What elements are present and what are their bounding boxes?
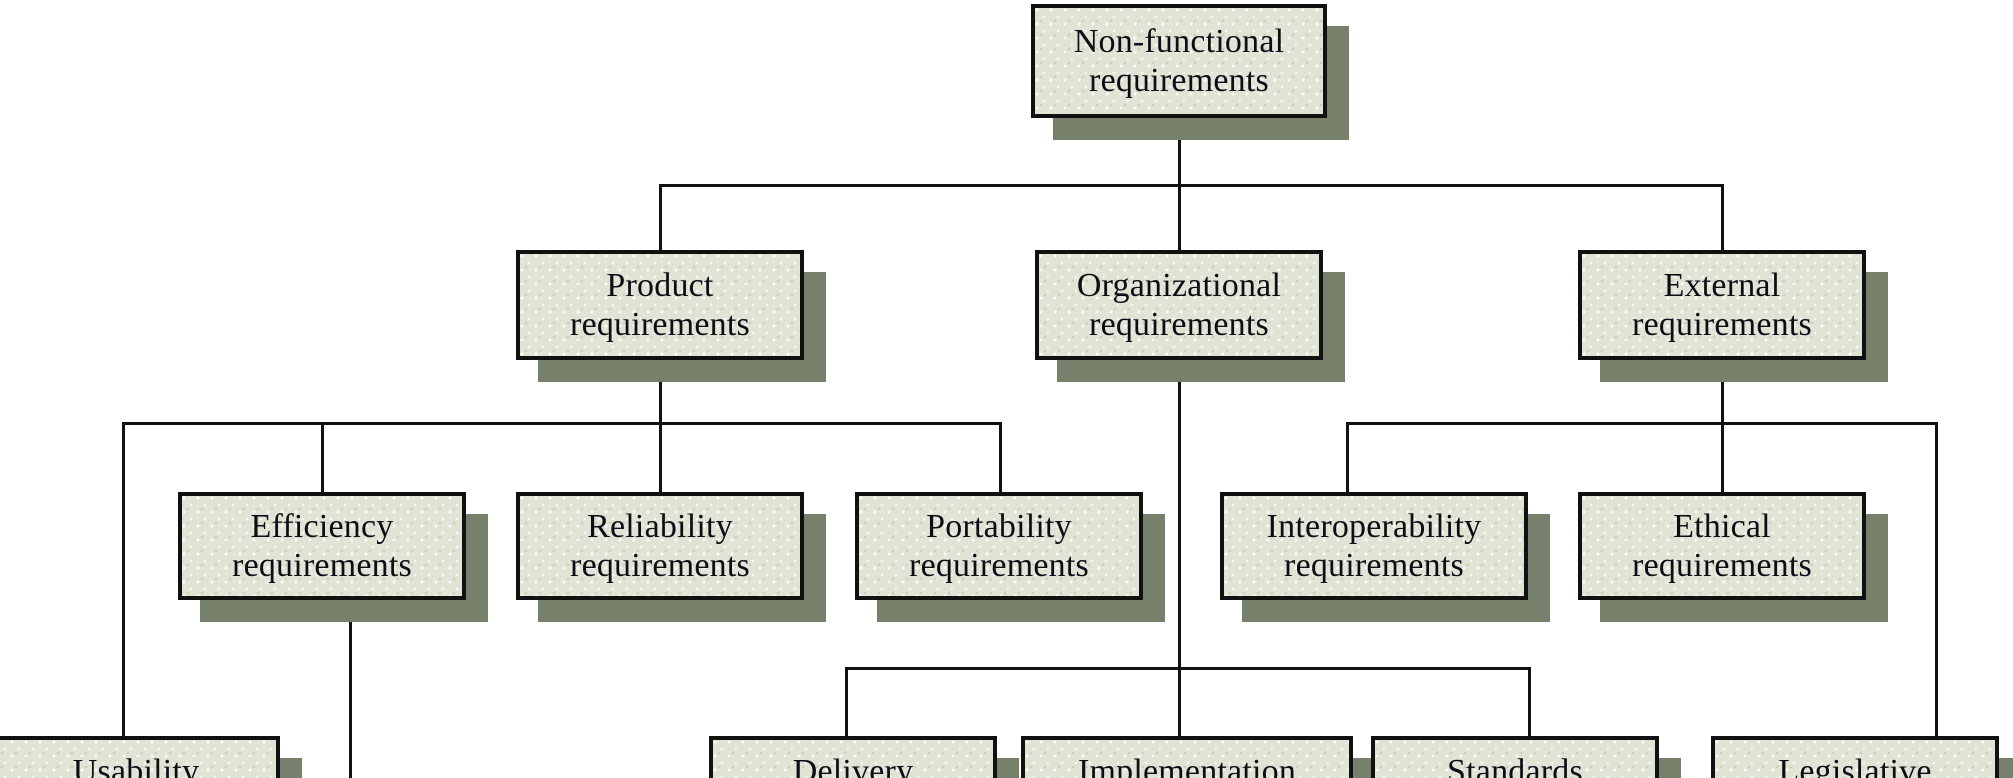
node-label: Ethical requirements: [1632, 507, 1812, 584]
node-face: Usability: [0, 736, 280, 778]
node-label: Interoperability requirements: [1266, 507, 1482, 584]
node-label: Product requirements: [570, 266, 750, 343]
edge-to-usability: [122, 422, 125, 736]
node-implementation[interactable]: Implementation: [1021, 736, 1375, 778]
node-label: Organizational requirements: [1076, 266, 1282, 343]
node-reliability-requirements[interactable]: Reliability requirements: [516, 492, 826, 622]
node-external-requirements[interactable]: External requirements: [1578, 250, 1888, 382]
node-face: Product requirements: [516, 250, 804, 360]
node-label: Legislative: [1778, 753, 1932, 778]
edge-external-stem: [1721, 360, 1724, 424]
node-label: Delivery: [792, 753, 914, 778]
edge-to-interoperability: [1346, 422, 1349, 492]
node-face: Implementation: [1021, 736, 1353, 778]
node-face: External requirements: [1578, 250, 1866, 360]
node-face: Legislative: [1711, 736, 1999, 778]
edge-organizational-bus: [845, 667, 1531, 670]
edge-to-reliability: [659, 422, 662, 492]
node-label: External requirements: [1632, 266, 1812, 343]
node-organizational-requirements[interactable]: Organizational requirements: [1035, 250, 1345, 382]
edge-to-standards: [1528, 667, 1531, 737]
node-label: Non-functional requirements: [1073, 22, 1285, 99]
edge-to-efficiency: [321, 422, 324, 492]
node-label: Standards: [1447, 753, 1583, 778]
node-interoperability-requirements[interactable]: Interoperability requirements: [1220, 492, 1550, 622]
node-face: Portability requirements: [855, 492, 1143, 600]
edge-to-delivery: [845, 667, 848, 737]
edge-to-product: [659, 184, 662, 252]
node-efficiency-requirements[interactable]: Efficiency requirements: [178, 492, 488, 622]
edge-to-portability: [999, 422, 1002, 492]
node-face: Efficiency requirements: [178, 492, 466, 600]
node-usability[interactable]: Usability: [0, 736, 302, 778]
node-label: Reliability requirements: [570, 507, 750, 584]
node-face: Reliability requirements: [516, 492, 804, 600]
node-label: Portability requirements: [909, 507, 1089, 584]
node-face: Interoperability requirements: [1220, 492, 1528, 600]
node-face: Standards: [1371, 736, 1659, 778]
node-standards[interactable]: Standards: [1371, 736, 1681, 778]
node-product-requirements[interactable]: Product requirements: [516, 250, 826, 382]
edge-product-bus: [122, 422, 1002, 425]
edge-to-legislative: [1935, 422, 1938, 736]
node-label: Implementation: [1077, 753, 1297, 778]
node-portability-requirements[interactable]: Portability requirements: [855, 492, 1165, 622]
node-label: Efficiency requirements: [232, 507, 412, 584]
node-non-functional-requirements[interactable]: Non-functional requirements: [1031, 4, 1349, 140]
edge-to-organizational: [1178, 184, 1181, 252]
node-face: Delivery: [709, 736, 997, 778]
node-legislative[interactable]: Legislative: [1711, 736, 2013, 778]
edge-to-implementation: [1178, 667, 1181, 737]
node-delivery[interactable]: Delivery: [709, 736, 1019, 778]
node-face: Non-functional requirements: [1031, 4, 1327, 118]
edge-level2-bus: [659, 184, 1724, 187]
node-face: Ethical requirements: [1578, 492, 1866, 600]
edge-product-stem: [659, 360, 662, 424]
edge-efficiency-stem: [349, 600, 352, 778]
node-label: Usability: [72, 753, 200, 778]
node-face: Organizational requirements: [1035, 250, 1323, 360]
edge-root-stem: [1178, 118, 1181, 186]
edge-to-ethical: [1721, 422, 1724, 492]
edge-to-external: [1721, 184, 1724, 252]
edge-organizational-stem: [1178, 360, 1181, 670]
node-ethical-requirements[interactable]: Ethical requirements: [1578, 492, 1888, 622]
edge-external-bus: [1346, 422, 1938, 425]
